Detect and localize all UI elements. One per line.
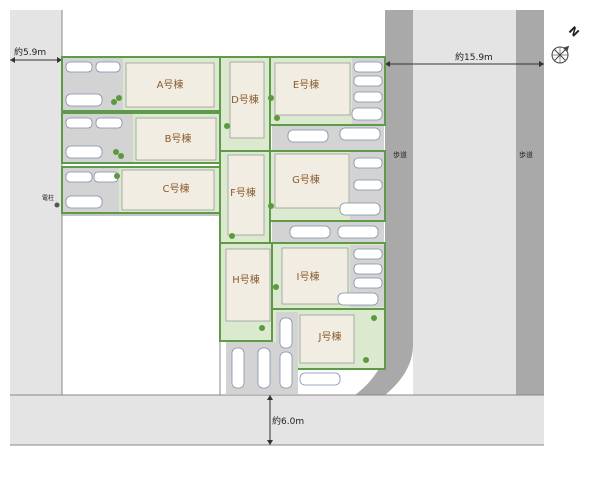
sidewalk-label-right: 歩道: [519, 150, 533, 159]
parked-car: [337, 225, 379, 239]
parked-car: [299, 372, 341, 386]
east-road-width: 約15.9m: [455, 51, 493, 63]
lot-label-f: F号棟: [230, 186, 256, 199]
tree-icon: [118, 153, 124, 159]
parked-car: [337, 292, 379, 306]
parked-car: [353, 75, 383, 87]
parked-car: [279, 351, 293, 389]
parked-car: [279, 317, 293, 349]
tree-icon: [229, 233, 235, 239]
house-footprint: [229, 61, 265, 139]
corner-block-southwest: [61, 214, 221, 396]
lot-label-g: G号棟: [292, 173, 320, 186]
dimension-west: 約5.9m: [10, 46, 62, 63]
lot-f: F号棟: [219, 150, 271, 244]
west-road: [10, 10, 62, 395]
parked-car: [95, 61, 121, 73]
south-road: [10, 395, 592, 445]
house-footprint: [125, 62, 215, 108]
lot-label-a: A号棟: [157, 78, 184, 91]
tree-icon: [259, 325, 265, 331]
parked-car: [353, 263, 383, 275]
lot-label-b: B号棟: [165, 132, 192, 145]
east-road: [413, 10, 516, 395]
lot-label-h: H号棟: [232, 273, 260, 286]
tree-icon: [114, 173, 120, 179]
lots: A号棟 B号棟 C号棟 D号棟 E号棟 F号棟 G号棟 H号棟 I号棟 J号棟: [61, 56, 386, 370]
parked-car: [287, 129, 329, 143]
tree-icon: [274, 115, 280, 121]
tree-icon: [113, 149, 119, 155]
parked-car: [65, 145, 103, 159]
house-footprint: [135, 117, 217, 161]
lot-label-e: E号棟: [293, 78, 319, 91]
west-road-width: 約5.9m: [14, 46, 46, 58]
parked-car: [353, 91, 383, 103]
corner-block-southeast: [544, 10, 600, 450]
house-footprint: [225, 248, 271, 322]
parked-car: [65, 195, 103, 209]
lot-j: J号棟: [271, 308, 386, 370]
tree-icon: [371, 315, 377, 321]
house-footprint: [274, 153, 350, 209]
dimension-south: 約6.0m: [267, 395, 304, 445]
parked-car: [339, 127, 381, 141]
lot-label-c: C号棟: [163, 182, 190, 195]
sidewalk-label-left: 歩道: [393, 150, 407, 159]
house-footprint: [281, 247, 349, 305]
house-footprint: [274, 62, 351, 116]
house-footprint: [121, 169, 215, 211]
lot-label-i: I号棟: [297, 270, 320, 283]
tree-icon: [268, 203, 274, 209]
utility-pole-icon: [54, 202, 60, 208]
lot-d: D号棟: [219, 56, 271, 152]
trees: [111, 95, 377, 363]
east-sidewalk-left: [355, 10, 413, 395]
parked-car: [231, 347, 245, 389]
tree-icon: [224, 123, 230, 129]
house-footprint: [299, 314, 355, 364]
house-footprint: [227, 154, 265, 236]
parked-car: [65, 93, 103, 107]
parked-car: [353, 61, 383, 73]
south-road-width: 約6.0m: [272, 415, 304, 427]
parked-car: [65, 117, 93, 129]
utility-pole-label: 電柱: [42, 194, 54, 202]
parked-car: [353, 248, 383, 260]
lot-label-d: D号棟: [231, 93, 259, 106]
east-sidewalk-right: [516, 10, 592, 395]
tree-icon: [268, 95, 274, 101]
parked-car: [65, 171, 93, 183]
parked-car: [339, 202, 381, 216]
parked-car: [353, 277, 383, 289]
parked-car: [353, 157, 383, 169]
dimension-east: 約15.9m: [385, 51, 544, 67]
parked-car: [65, 61, 93, 73]
parked-car: [289, 225, 331, 239]
parked-car: [353, 179, 383, 191]
tree-icon: [273, 284, 279, 290]
parked-car: [351, 107, 383, 121]
tree-icon: [111, 99, 117, 105]
parked-car: [95, 117, 123, 129]
tree-icon: [116, 95, 122, 101]
lot-label-j: J号棟: [318, 330, 342, 343]
lot-h: H号棟: [219, 242, 273, 342]
tree-icon: [363, 357, 369, 363]
parked-car: [257, 347, 271, 389]
parking-cars: [63, 58, 384, 394]
